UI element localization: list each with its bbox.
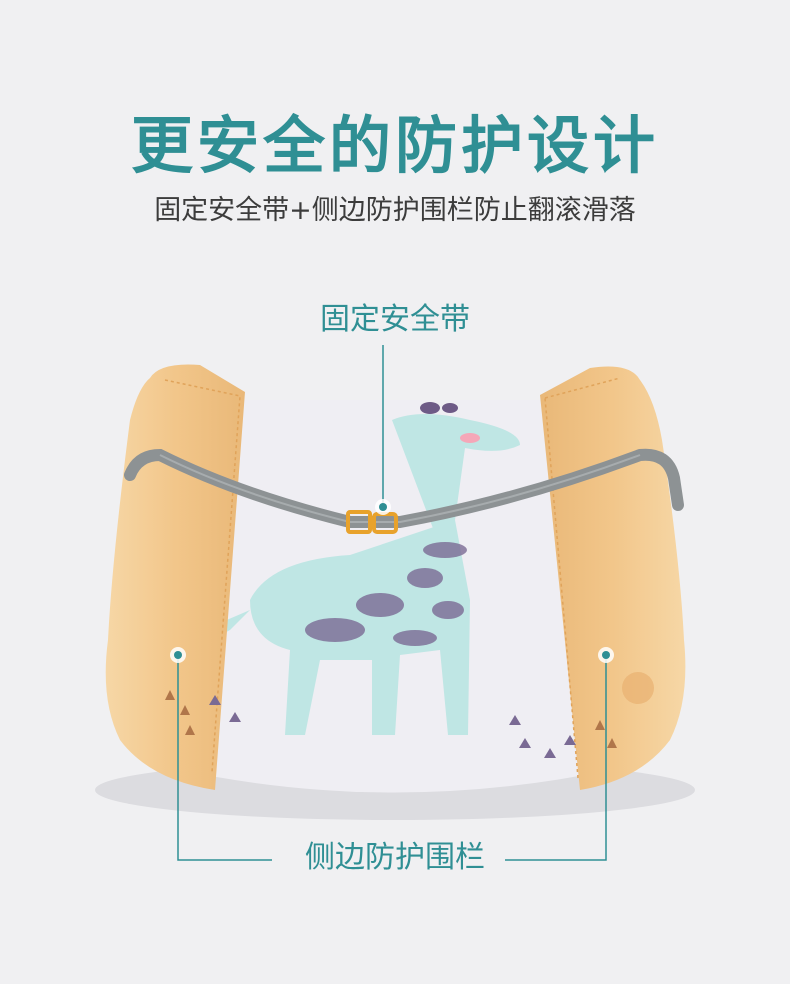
rail-callout-label: 侧边防护围栏	[305, 840, 485, 875]
right-rail-stitching	[544, 377, 621, 779]
snail-illustration	[622, 672, 654, 704]
giraffe-ear	[442, 403, 458, 413]
giraffe-cheek	[460, 433, 480, 443]
dot-marker-icon	[170, 647, 186, 663]
left-rail-stitching	[164, 379, 241, 773]
footprint-decor	[209, 695, 576, 758]
belt-callout-label: 固定安全带	[320, 302, 470, 337]
safety-belt-edge	[159, 454, 641, 523]
dot-marker-icon	[375, 499, 391, 515]
callout-lines	[177, 345, 607, 861]
giraffe-spots	[305, 542, 467, 646]
left-side-rail	[105, 364, 245, 790]
giraffe-ear	[420, 402, 440, 414]
page-title: 更安全的防护设计	[130, 109, 659, 182]
footprint-decor	[165, 690, 617, 748]
dot-marker-icon	[598, 647, 614, 663]
page-subtitle: 固定安全带+侧边防护围栏防止翻滚滑落	[154, 195, 636, 226]
